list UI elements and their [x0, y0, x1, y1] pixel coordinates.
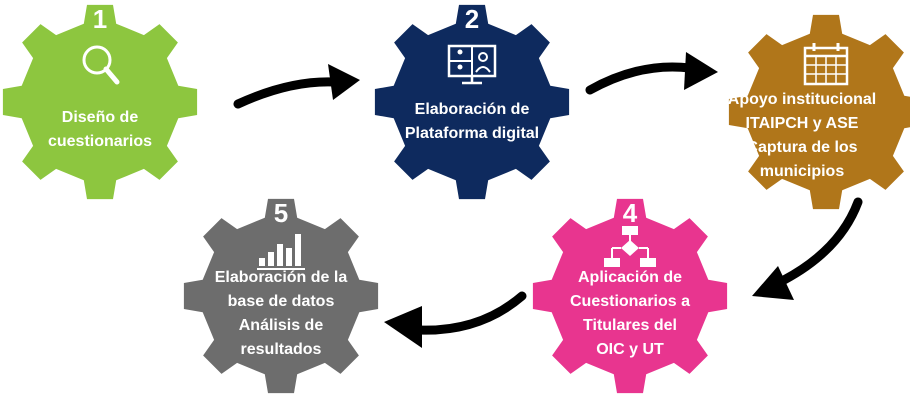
step-2-gear: 2 Elaboración de Plataforma digital: [372, 2, 572, 202]
step-label: Elaboración de la base de datos Análisis…: [191, 266, 371, 362]
bar-chart-icon: [257, 234, 305, 270]
step-number: 5: [273, 198, 289, 228]
step-number: 2: [464, 4, 480, 34]
step-label-line: Análisis de: [238, 317, 324, 334]
flowchart-icon: [604, 226, 656, 267]
step-label-line: Captura de los: [746, 139, 858, 156]
step-label: Diseño de cuestionarios: [10, 106, 190, 154]
step-5-gear: 5 Elaboración de la base de datos Anális…: [181, 196, 381, 396]
step-label-line: Elaboración de la: [214, 269, 348, 286]
step-label-line: Cuestionarios a: [569, 293, 691, 310]
step-label-line: OIC y UT: [596, 341, 664, 358]
step-label: Apoyo institucional ITAIPCH y ASE Captur…: [702, 88, 902, 184]
step-label-line: Apoyo institucional: [727, 91, 877, 108]
step-label-line: ITAIPCH y ASE: [745, 115, 859, 132]
gear-shape: [374, 4, 570, 200]
step-label-line: cuestionarios: [47, 133, 153, 150]
step-label-line: municipios: [759, 163, 845, 180]
step-label-line: Titulares del: [583, 317, 677, 334]
step-number: 1: [92, 4, 108, 34]
step-label-line: Plataforma digital: [404, 125, 540, 142]
gear-shape: [532, 198, 728, 394]
arrow-2-to-3: [585, 52, 718, 95]
step-label-line: Diseño de: [61, 109, 139, 126]
step-label-line: resultados: [240, 341, 322, 358]
gear-shape: [2, 4, 198, 200]
step-label-line: Elaboración de: [414, 101, 530, 118]
step-label-line: Aplicación de: [577, 269, 683, 286]
gear-shape: [728, 14, 910, 210]
step-label: Elaboración de Plataforma digital: [382, 98, 562, 146]
step-number: 4: [622, 198, 638, 228]
calendar-icon: [803, 43, 849, 86]
gear-shape: [183, 198, 379, 394]
step-3-gear: 3 Apoyo institucional ITAIPCH y ASE Capt…: [726, 12, 910, 212]
step-4-gear: 4 Aplicación de Cuestionarios a Titulare…: [530, 196, 730, 396]
step-1-gear: 1 Diseño de cuestionarios: [0, 2, 200, 202]
arrow-4-to-5: [384, 291, 527, 348]
magnifier-icon: [82, 45, 120, 85]
step-label-line: base de datos: [227, 293, 335, 310]
arrow-1-to-2: [233, 64, 360, 109]
arrow-3-to-4: [752, 197, 863, 300]
video-conference-icon: [447, 44, 497, 85]
step-label: Aplicación de Cuestionarios a Titulares …: [540, 266, 720, 362]
